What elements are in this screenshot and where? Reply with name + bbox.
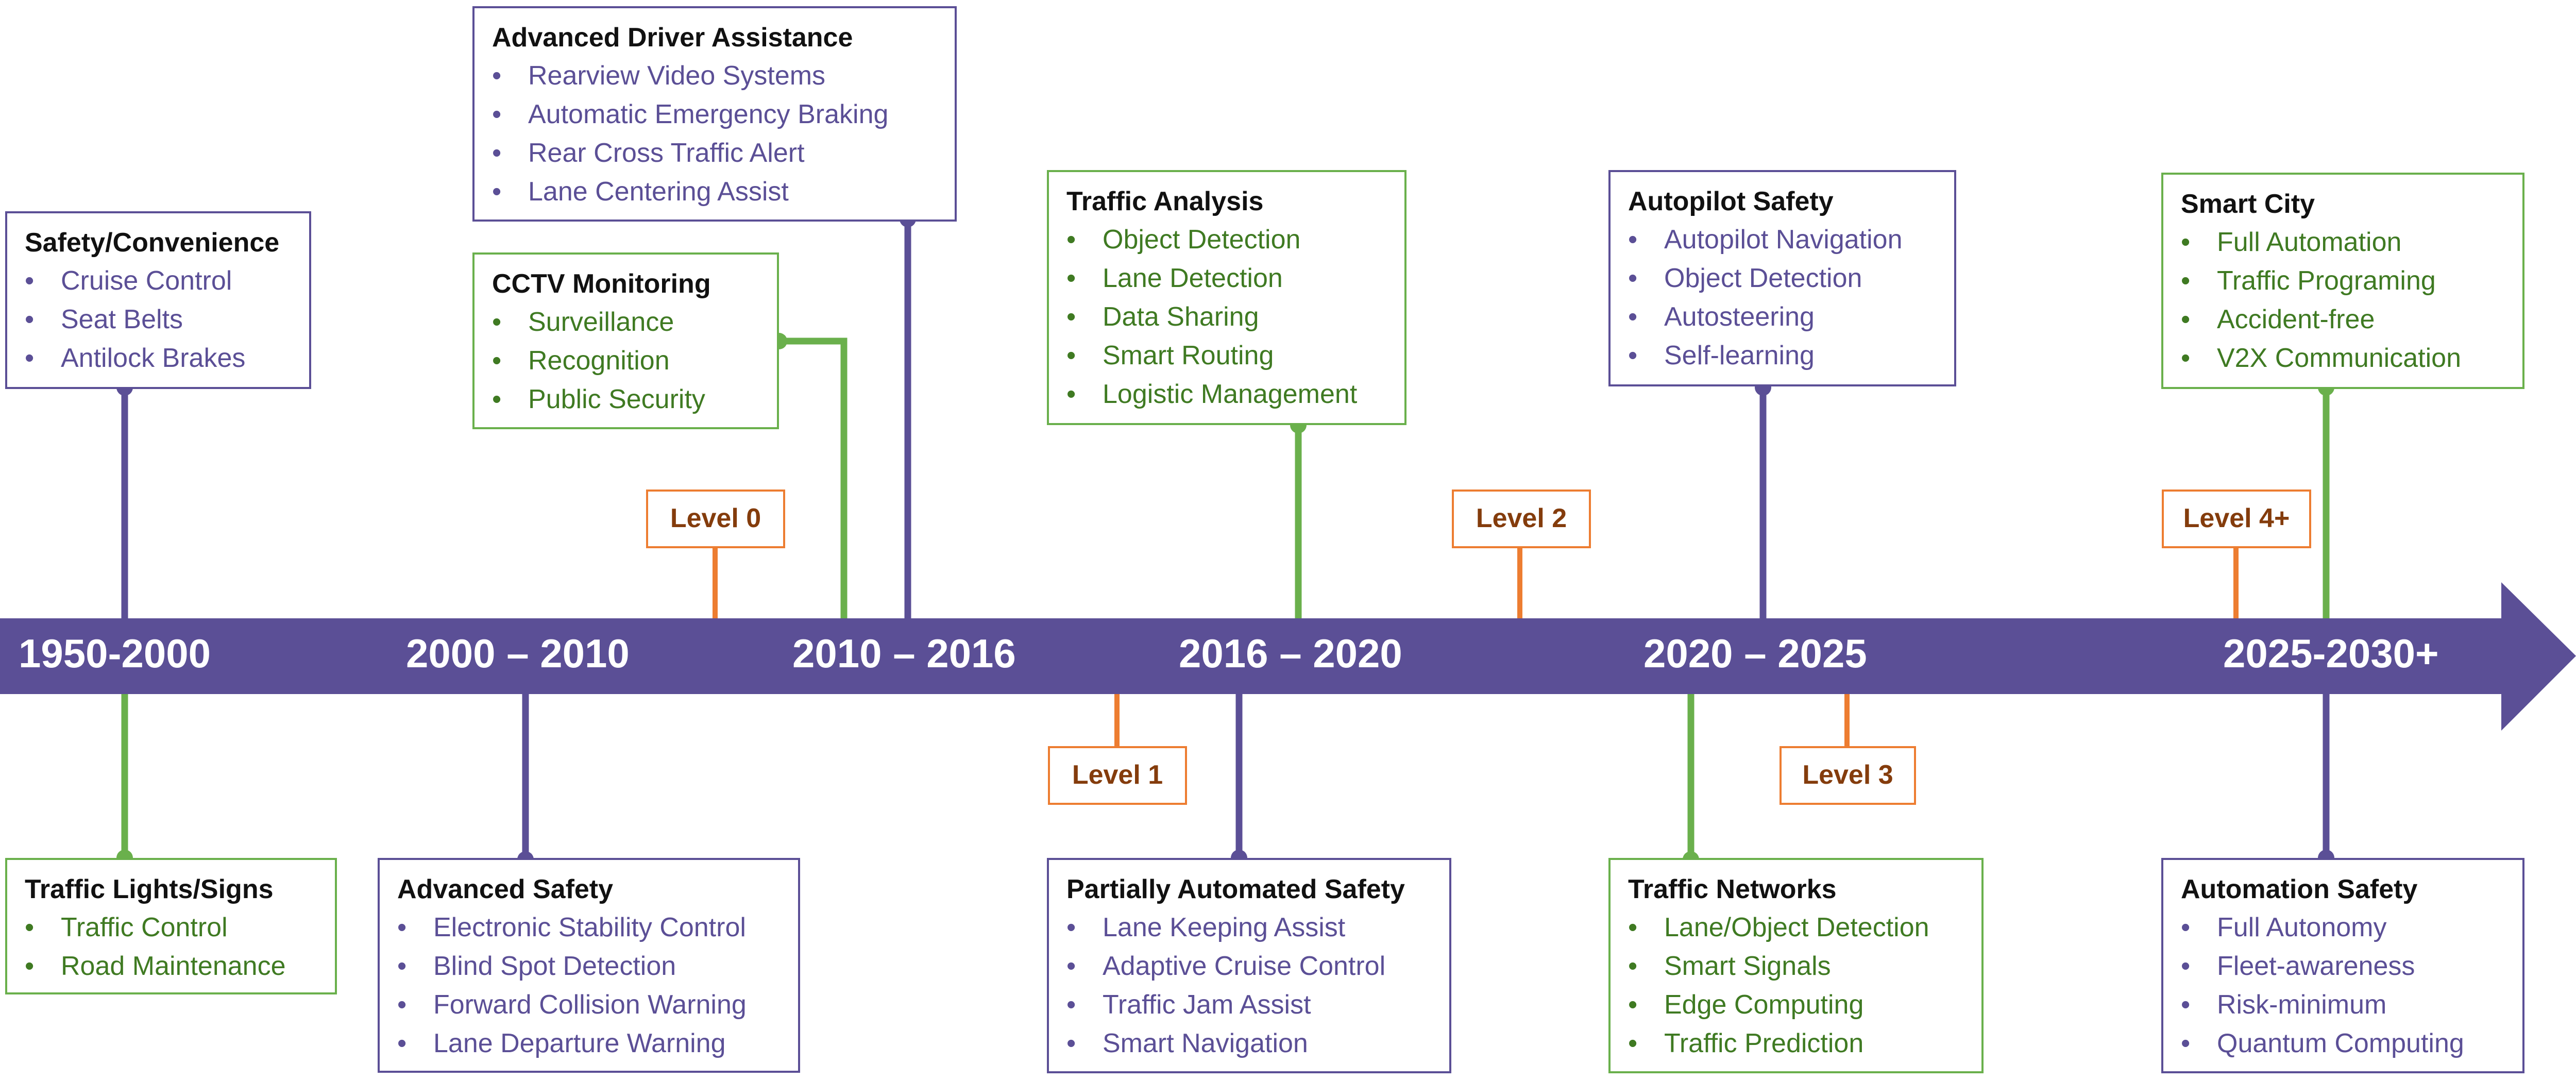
era-label-2016-2020: 2016 – 2020	[1179, 631, 1402, 676]
list-item: Rear Cross Traffic Alert	[492, 134, 937, 173]
box-title: Safety/Convenience	[25, 228, 280, 258]
list-item: Logistic Management	[1066, 375, 1387, 414]
box-automation-safety: Automation Safety Full Autonomy Fleet-aw…	[2161, 858, 2524, 1073]
list-item: Rearview Video Systems	[492, 57, 937, 95]
box-title: CCTV Monitoring	[492, 269, 711, 299]
box-traffic-analysis: Traffic Analysis Object Detection Lane D…	[1047, 170, 1406, 425]
list-item: Traffic Control	[25, 908, 317, 947]
list-item: Lane Detection	[1066, 259, 1387, 298]
cctv-connector	[779, 338, 848, 618]
list-item: Object Detection	[1066, 221, 1387, 259]
level-3-tag: Level 3	[1780, 746, 1916, 805]
list-item: Smart Signals	[1628, 947, 1964, 986]
box-smart-city: Smart City Full Automation Traffic Progr…	[2161, 173, 2524, 389]
box-traffic-networks: Traffic Networks Lane/Object Detection S…	[1608, 858, 1984, 1073]
list-item: Road Maintenance	[25, 947, 317, 986]
list-item: Edge Computing	[1628, 986, 1964, 1024]
box-title: Autopilot Safety	[1628, 187, 1834, 216]
box-title: Advanced Driver Assistance	[492, 23, 853, 53]
box-partially-automated-safety: Partially Automated Safety Lane Keeping …	[1047, 858, 1451, 1073]
list-item: Full Automation	[2181, 223, 2505, 262]
list-item: Lane Keeping Assist	[1066, 908, 1432, 947]
list-item: V2X Communication	[2181, 339, 2505, 378]
box-advanced-driver-assistance: Advanced Driver Assistance Rearview Vide…	[472, 6, 957, 222]
list-item: Traffic Prediction	[1628, 1024, 1964, 1063]
level-2-tag: Level 2	[1452, 490, 1591, 548]
list-item: Traffic Programing	[2181, 262, 2505, 300]
list-item: Adaptive Cruise Control	[1066, 947, 1432, 986]
list-item: Cruise Control	[25, 262, 292, 300]
era-label-1950-2000: 1950-2000	[19, 631, 211, 676]
list-item: Automatic Emergency Braking	[492, 95, 937, 134]
box-title: Traffic Networks	[1628, 874, 1837, 904]
era-label-2020-2025: 2020 – 2025	[1643, 631, 1867, 676]
list-item: Smart Navigation	[1066, 1024, 1432, 1063]
box-title: Partially Automated Safety	[1066, 874, 1405, 904]
list-item: Public Security	[492, 380, 759, 419]
list-item: Forward Collision Warning	[397, 986, 781, 1024]
list-item: Full Autonomy	[2181, 908, 2505, 947]
list-item: Self-learning	[1628, 336, 1937, 375]
list-item: Accident-free	[2181, 300, 2505, 339]
list-item: Blind Spot Detection	[397, 947, 781, 986]
box-advanced-safety: Advanced Safety Electronic Stability Con…	[378, 858, 800, 1073]
list-item: Smart Routing	[1066, 336, 1387, 375]
list-item: Autosteering	[1628, 298, 1937, 336]
box-autopilot-safety: Autopilot Safety Autopilot Navigation Ob…	[1608, 170, 1956, 386]
box-title: Traffic Lights/Signs	[25, 874, 274, 904]
list-item: Recognition	[492, 342, 759, 380]
level-4-tag: Level 4+	[2162, 490, 2311, 548]
timeline-arrow	[0, 582, 2576, 731]
list-item: Lane/Object Detection	[1628, 908, 1964, 947]
box-traffic-lights-signs: Traffic Lights/Signs Traffic Control Roa…	[5, 858, 337, 994]
box-title: Advanced Safety	[397, 874, 614, 904]
list-item: Lane Departure Warning	[397, 1024, 781, 1063]
box-safety-convenience: Safety/Convenience Cruise Control Seat B…	[5, 211, 311, 389]
era-label-2025-2030: 2025-2030+	[2223, 631, 2439, 676]
list-item: Surveillance	[492, 303, 759, 342]
box-title: Smart City	[2181, 189, 2315, 219]
list-item: Data Sharing	[1066, 298, 1387, 336]
box-title: Traffic Analysis	[1066, 187, 1264, 216]
box-cctv-monitoring: CCTV Monitoring Surveillance Recognition…	[472, 252, 779, 429]
list-item: Object Detection	[1628, 259, 1937, 298]
list-item: Electronic Stability Control	[397, 908, 781, 947]
level-0-tag: Level 0	[646, 490, 785, 548]
era-label-2000-2010: 2000 – 2010	[406, 631, 630, 676]
list-item: Autopilot Navigation	[1628, 221, 1937, 259]
list-item: Fleet-awareness	[2181, 947, 2505, 986]
list-item: Lane Centering Assist	[492, 173, 937, 211]
list-item: Risk-minimum	[2181, 986, 2505, 1024]
level-1-tag: Level 1	[1048, 746, 1187, 805]
list-item: Antilock Brakes	[25, 339, 292, 378]
box-title: Automation Safety	[2181, 874, 2418, 904]
list-item: Traffic Jam Assist	[1066, 986, 1432, 1024]
era-label-2010-2016: 2010 – 2016	[792, 631, 1016, 676]
list-item: Quantum Computing	[2181, 1024, 2505, 1063]
list-item: Seat Belts	[25, 300, 292, 339]
